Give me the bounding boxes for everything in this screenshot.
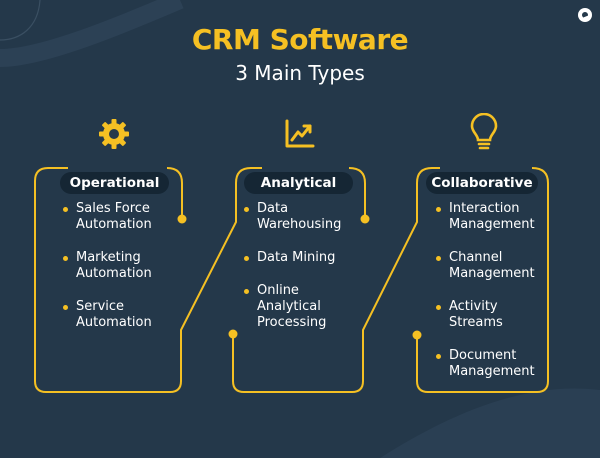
- list-item: Document Management: [434, 348, 546, 380]
- list-item: Sales Force Automation: [61, 201, 179, 233]
- list-item: Channel Management: [434, 250, 546, 282]
- list-item: Marketing Automation: [61, 250, 179, 282]
- operational-list: Sales Force Automation Marketing Automat…: [61, 201, 179, 348]
- list-item: Interaction Management: [434, 201, 546, 233]
- type-title-operational: Operational: [60, 172, 169, 194]
- brand-logo-icon: [578, 8, 592, 22]
- analytical-list: Data Warehousing Data Mining Online Anal…: [242, 201, 362, 348]
- page-subtitle: 3 Main Types: [235, 61, 365, 85]
- lightbulb-icon: [470, 113, 498, 150]
- collaborative-list: Interaction Management Channel Managemen…: [434, 201, 546, 397]
- gear-icon: [99, 119, 129, 149]
- page-title: CRM Software: [191, 23, 409, 56]
- list-item: Service Automation: [61, 299, 179, 331]
- type-title-analytical: Analytical: [244, 172, 353, 194]
- list-item: Activity Streams: [434, 299, 546, 331]
- line-chart-icon: [285, 119, 315, 148]
- list-item: Online Analytical Processing: [242, 283, 362, 331]
- list-item: Data Warehousing: [242, 201, 362, 233]
- type-title-collaborative: Collaborative: [426, 172, 538, 194]
- list-item: Data Mining: [242, 250, 362, 266]
